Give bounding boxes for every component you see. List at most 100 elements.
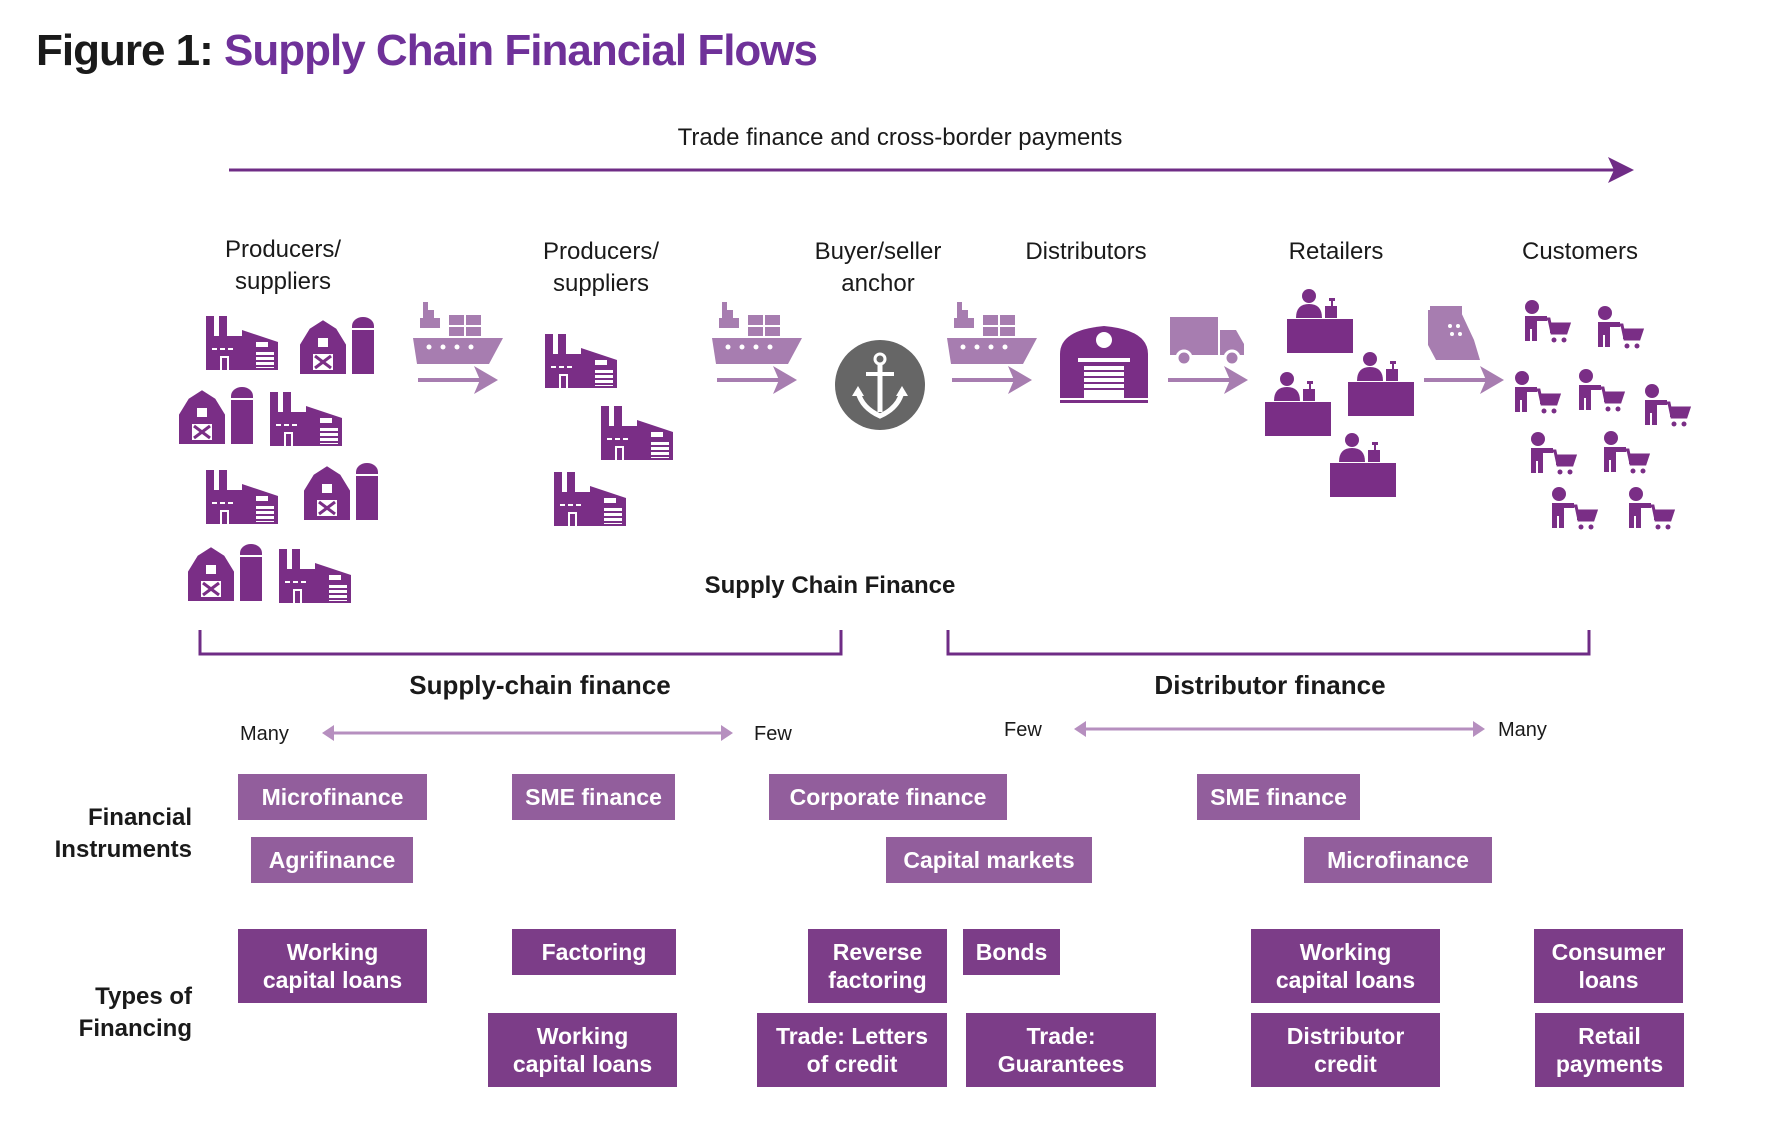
- shopkeeper-icon: [1330, 433, 1396, 497]
- figure-title: Figure 1: Supply Chain Financial Flows: [36, 26, 818, 76]
- financing-box-line: Guarantees: [997, 1051, 1125, 1077]
- distributor-bracket: [946, 630, 1591, 656]
- instrument-box: Microfinance: [238, 774, 427, 820]
- anchor-icon: [835, 340, 925, 430]
- ship-icon: [947, 302, 1037, 364]
- barn-icon: [300, 461, 380, 522]
- stage-label-line: suppliers: [234, 268, 332, 295]
- shopper-icon: [1550, 485, 1598, 531]
- shopper-icon: [1513, 369, 1561, 415]
- financing-box-line: capital loans: [262, 967, 403, 993]
- factory-icon: [601, 406, 673, 460]
- warehouse-icon: [1060, 326, 1148, 403]
- many-label-right: Many: [1498, 719, 1547, 741]
- shopper-icon: [1643, 382, 1691, 428]
- stage-label-retailers: Retailers: [1288, 238, 1384, 265]
- financing-box-line: loans: [1578, 967, 1639, 993]
- barn-icon: [296, 315, 376, 376]
- section-title-supply-chain: Supply-chain finance: [409, 670, 671, 700]
- supply-chain-bracket: [198, 630, 843, 656]
- shopkeeper-icon: [1348, 352, 1414, 416]
- factory-icon: [270, 392, 342, 446]
- truck-icon: [1170, 317, 1244, 367]
- cash-register-icon: [1428, 306, 1480, 360]
- financing-box-line: Consumer: [1551, 939, 1666, 965]
- stage-label-line: Buyer/seller: [814, 238, 942, 265]
- barn-icon: [175, 385, 255, 446]
- supply-chain-finance-label: Supply Chain Finance: [704, 572, 956, 599]
- financing-box-line: Trade:: [1026, 1023, 1096, 1049]
- barn-icon: [184, 542, 264, 603]
- row-label-financing: Types of Financing: [20, 981, 192, 1045]
- stage-label-producers-1: Producers/ suppliers: [200, 234, 366, 298]
- ship-icon: [413, 302, 503, 364]
- stage-label-line: anchor: [841, 270, 915, 297]
- ship-icon: [712, 302, 802, 364]
- producers-icon-group-1: [175, 315, 380, 603]
- shopkeeper-icon: [1265, 372, 1331, 436]
- instrument-box: Agrifinance: [251, 837, 413, 883]
- factory-icon: [554, 472, 626, 526]
- factory-icon: [545, 334, 617, 388]
- financing-box-line: of credit: [806, 1051, 898, 1077]
- shopper-icon: [1596, 304, 1644, 350]
- instrument-box: SME finance: [512, 774, 675, 820]
- flow-arrow-icon: [715, 364, 799, 396]
- trade-flow-arrowhead: [1608, 157, 1634, 183]
- financing-box-line: credit: [1314, 1051, 1377, 1077]
- financing-box-line: Distributor: [1286, 1023, 1405, 1049]
- few-many-arrow-right: [1074, 721, 1485, 737]
- flow-arrow-icon: [1422, 364, 1506, 396]
- section-title-distributor: Distributor finance: [1154, 670, 1386, 700]
- many-label-left: Many: [240, 723, 289, 745]
- financing-box-line: Reverse: [832, 939, 923, 965]
- instrument-box: SME finance: [1197, 774, 1360, 820]
- row-label-line: Types of: [95, 983, 192, 1010]
- financing-box: Trade:Guarantees: [966, 1013, 1156, 1087]
- stage-label-line: suppliers: [552, 270, 650, 297]
- financing-box: Factoring: [512, 929, 676, 975]
- few-label-right: Few: [1004, 719, 1042, 741]
- stage-label-line: Producers/: [542, 238, 660, 265]
- shopper-icon: [1627, 485, 1675, 531]
- customers-icon-group: [1513, 298, 1691, 531]
- trade-finance-label: Trade finance and cross-border payments: [677, 124, 1123, 151]
- instrument-box: Microfinance: [1304, 837, 1492, 883]
- factory-icon: [279, 549, 351, 603]
- financing-box-line: Retail: [1578, 1023, 1641, 1049]
- few-label-left: Few: [754, 723, 792, 745]
- figure-number: Figure 1:: [36, 26, 214, 75]
- flow-arrow-icon: [1166, 364, 1250, 396]
- stage-label-line: Producers/: [224, 236, 342, 263]
- stage-label-producers-2: Producers/ suppliers: [518, 236, 684, 300]
- financing-box-line: Trade: Letters: [775, 1023, 929, 1049]
- flow-arrow-icon: [416, 364, 500, 396]
- financing-box-line: Working: [536, 1023, 629, 1049]
- stage-label-customers: Customers: [1521, 238, 1639, 265]
- instrument-box: Corporate finance: [769, 774, 1007, 820]
- factory-icon: [206, 316, 278, 370]
- row-label-line: Instruments: [54, 836, 192, 863]
- financing-box-line: payments: [1555, 1051, 1664, 1077]
- stage-label-distributors: Distributors: [1025, 238, 1147, 265]
- stage-label-anchor: Buyer/seller anchor: [795, 236, 961, 300]
- financing-box-line: Working: [286, 939, 379, 965]
- producers-icon-group-2: [545, 334, 673, 526]
- financing-box-line: capital loans: [512, 1051, 653, 1077]
- factory-icon: [206, 470, 278, 524]
- shopper-icon: [1577, 367, 1625, 413]
- financing-box: Bonds: [963, 929, 1060, 975]
- shopper-icon: [1602, 429, 1650, 475]
- shopkeeper-icon: [1287, 289, 1353, 353]
- flow-arrow-icon: [950, 364, 1034, 396]
- financing-box-line: Working: [1299, 939, 1392, 965]
- shopper-icon: [1529, 430, 1577, 476]
- row-label-line: Financing: [78, 1015, 192, 1042]
- financing-box-line: capital loans: [1275, 967, 1416, 993]
- retailers-icon-group: [1265, 289, 1414, 497]
